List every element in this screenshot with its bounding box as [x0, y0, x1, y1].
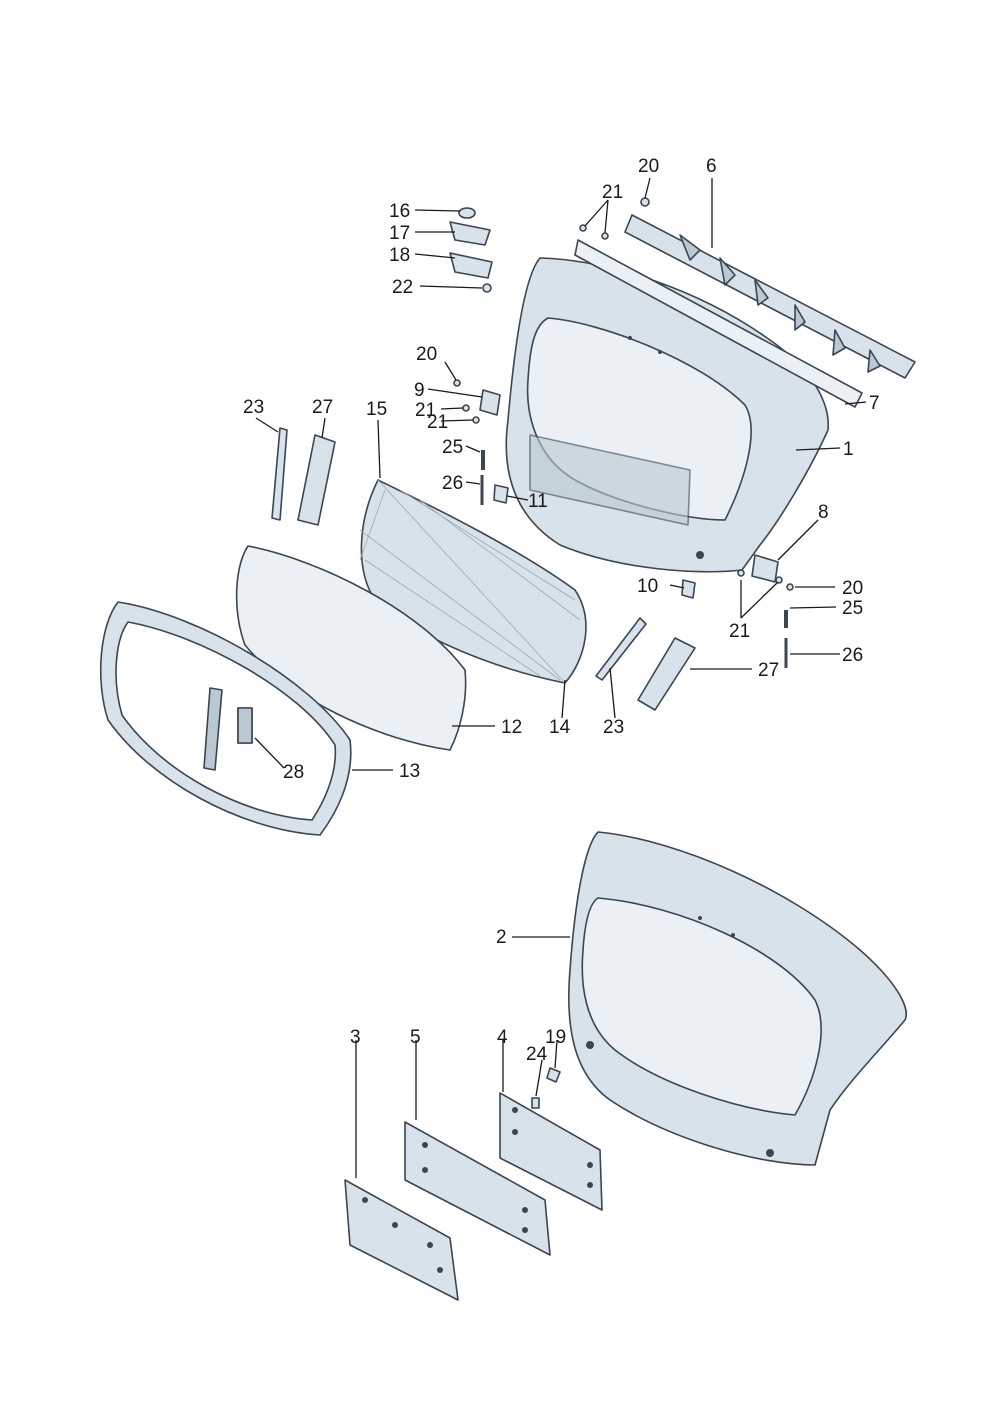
callout-15: 15 — [366, 399, 387, 420]
part-12-insert — [235, 545, 467, 751]
callout-8: 8 — [818, 502, 829, 523]
part-27-trim-right — [637, 637, 696, 711]
callout-5: 5 — [410, 1027, 421, 1048]
callout-19: 19 — [545, 1027, 566, 1048]
callout-2: 2 — [496, 927, 507, 948]
callout-26-left: 26 — [442, 473, 463, 494]
callout-23-right: 23 — [603, 717, 624, 738]
part-11-clip — [493, 484, 509, 504]
callout-10: 10 — [637, 576, 658, 597]
part-10-clip — [681, 579, 696, 599]
callout-27-right: 27 — [758, 660, 779, 681]
leader-lines — [254, 177, 867, 1178]
part-3-plate-carrier — [344, 1179, 459, 1301]
part-5-plate-carrier — [404, 1121, 551, 1256]
callout-14: 14 — [549, 717, 571, 738]
part-4-plate-carrier — [499, 1092, 603, 1211]
part-19-fastener — [546, 1067, 561, 1083]
callout-12: 12 — [501, 717, 522, 738]
callout-26-right: 26 — [842, 645, 863, 666]
part-18-emblem — [449, 252, 493, 279]
callout-21-mid-a: 21 — [415, 400, 436, 421]
callout-17: 17 — [389, 223, 410, 244]
callout-4: 4 — [497, 1027, 508, 1048]
callout-27-left: 27 — [312, 397, 333, 418]
part-27-trim-left — [297, 434, 336, 526]
callout-6: 6 — [706, 156, 717, 177]
callout-20-top: 20 — [638, 156, 659, 177]
callout-25-left: 25 — [442, 437, 463, 458]
part-22-clip — [482, 283, 492, 293]
callout-18: 18 — [389, 245, 410, 266]
part-20-screw-mid — [453, 379, 461, 387]
callout-labels: 1 2 3 4 5 6 7 8 9 10 11 12 13 14 15 16 1… — [243, 156, 880, 1065]
part-13-outer-frame — [99, 601, 352, 836]
callout-1: 1 — [843, 439, 854, 460]
callout-9: 9 — [414, 380, 425, 401]
part-8-bracket — [751, 554, 779, 583]
callout-23-left: 23 — [243, 397, 264, 418]
part-6-upper-bracket — [624, 214, 916, 379]
callout-21-top: 21 — [602, 182, 623, 203]
part-23-strip-left — [271, 427, 288, 521]
part-7-upper-strip — [574, 239, 863, 408]
callout-20-right: 20 — [842, 578, 863, 599]
callout-13: 13 — [399, 761, 420, 782]
callout-21-right: 21 — [729, 621, 750, 642]
callout-3: 3 — [350, 1027, 361, 1048]
part-9-bracket — [479, 389, 501, 416]
callout-28: 28 — [283, 762, 304, 783]
part-28-clip — [237, 707, 253, 744]
part-23-strip-right — [595, 617, 647, 681]
callout-16: 16 — [389, 201, 410, 222]
callout-20-mid: 20 — [416, 344, 437, 365]
callout-25-right: 25 — [842, 598, 863, 619]
part-24-screw — [531, 1097, 540, 1109]
part-16-badge — [458, 207, 476, 219]
callout-21-mid-b: 21 — [427, 412, 448, 433]
part-20-screw-right — [786, 583, 794, 591]
callout-7: 7 — [869, 393, 880, 414]
callout-11: 11 — [528, 491, 548, 512]
callout-22: 22 — [392, 277, 413, 298]
part-2-grille-surround — [567, 831, 907, 1166]
callout-24: 24 — [526, 1044, 548, 1065]
part-17-emblem — [449, 221, 491, 246]
part-20-screw-top — [640, 197, 650, 207]
